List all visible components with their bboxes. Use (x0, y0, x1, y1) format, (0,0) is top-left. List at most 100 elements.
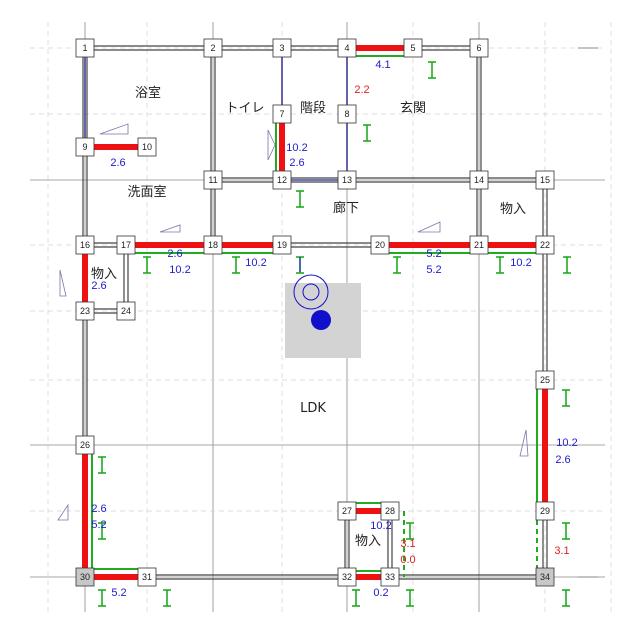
node-box[interactable] (337, 501, 357, 521)
room-label-storage-bottom: 物入 (355, 534, 381, 549)
node-1[interactable]: 1 (75, 38, 95, 58)
wall-27-32 (344, 511, 350, 577)
node-box[interactable] (75, 435, 95, 455)
node-13[interactable]: 13 (337, 170, 357, 190)
node-box[interactable] (535, 501, 555, 521)
node-box[interactable] (272, 170, 292, 190)
node-27[interactable]: 27 (337, 501, 357, 521)
node-20[interactable]: 20 (370, 235, 390, 255)
anchor-marker-icon (393, 256, 401, 274)
node-box[interactable] (535, 567, 555, 587)
anchor-marker-icon (296, 190, 304, 208)
node-30[interactable]: 30 (75, 567, 95, 587)
wall-value-label: 2.6 (110, 157, 125, 169)
node-9[interactable]: 9 (75, 137, 95, 157)
wall-19-20 (282, 242, 380, 248)
node-32[interactable]: 32 (337, 567, 357, 587)
wall-value-label: 2.6 (91, 280, 106, 292)
node-box[interactable] (469, 170, 489, 190)
node-5[interactable]: 5 (403, 38, 423, 58)
node-3[interactable]: 3 (272, 38, 292, 58)
node-23[interactable]: 23 (75, 301, 95, 321)
node-box[interactable] (75, 137, 95, 157)
node-box[interactable] (75, 301, 95, 321)
node-19[interactable]: 19 (272, 235, 292, 255)
node-26[interactable]: 26 (75, 435, 95, 455)
anchor-marker-icon (98, 589, 106, 607)
node-box[interactable] (469, 235, 489, 255)
node-11[interactable]: 11 (203, 170, 223, 190)
node-2[interactable]: 2 (203, 38, 223, 58)
node-box[interactable] (403, 38, 423, 58)
node-label: 17 (121, 240, 131, 250)
node-label: 5 (410, 43, 415, 53)
node-7[interactable]: 7 (272, 104, 292, 124)
node-14[interactable]: 14 (469, 170, 489, 190)
node-box[interactable] (469, 38, 489, 58)
node-24[interactable]: 24 (116, 301, 136, 321)
node-box[interactable] (137, 137, 157, 157)
node-label: 19 (277, 240, 287, 250)
node-box[interactable] (203, 170, 223, 190)
node-box[interactable] (272, 38, 292, 58)
node-label: 10 (142, 142, 152, 152)
node-box[interactable] (380, 501, 400, 521)
node-box[interactable] (75, 567, 95, 587)
node-8[interactable]: 8 (337, 104, 357, 124)
node-box[interactable] (203, 38, 223, 58)
node-label: 21 (474, 240, 484, 250)
camera-dot-icon[interactable] (311, 310, 331, 330)
node-box[interactable] (535, 170, 555, 190)
node-4[interactable]: 4 (337, 38, 357, 58)
node-box[interactable] (272, 104, 292, 124)
node-box[interactable] (75, 235, 95, 255)
node-22[interactable]: 22 (535, 235, 555, 255)
view-marker[interactable] (285, 257, 361, 358)
node-label: 29 (540, 506, 550, 516)
wall-value-label: 10.2 (510, 257, 531, 269)
node-label: 7 (279, 109, 284, 119)
node-16[interactable]: 16 (75, 235, 95, 255)
node-box[interactable] (337, 567, 357, 587)
room-label-washroom: 洗面室 (127, 184, 166, 200)
node-box[interactable] (535, 235, 555, 255)
node-15[interactable]: 15 (535, 170, 555, 190)
node-box[interactable] (370, 235, 390, 255)
node-28[interactable]: 28 (380, 501, 400, 521)
node-box[interactable] (380, 567, 400, 587)
anchor-marker-icon (98, 522, 106, 540)
node-box[interactable] (137, 567, 157, 587)
wall-value-label: 2.6 (91, 503, 106, 515)
node-box[interactable] (535, 370, 555, 390)
node-33[interactable]: 33 (380, 567, 400, 587)
node-29[interactable]: 29 (535, 501, 555, 521)
node-box[interactable] (272, 235, 292, 255)
node-label: 30 (80, 572, 90, 582)
node-25[interactable]: 25 (535, 370, 555, 390)
node-box[interactable] (75, 38, 95, 58)
node-box[interactable] (337, 38, 357, 58)
node-box[interactable] (203, 235, 223, 255)
node-12[interactable]: 12 (272, 170, 292, 190)
node-18[interactable]: 18 (203, 235, 223, 255)
node-10[interactable]: 10 (137, 137, 157, 157)
node-6[interactable]: 6 (469, 38, 489, 58)
node-17[interactable]: 17 (116, 235, 136, 255)
camera-ring-icon[interactable] (293, 274, 329, 310)
node-34[interactable]: 34 (535, 567, 555, 587)
wall-value-label: 2.6 (555, 454, 570, 466)
node-21[interactable]: 21 (469, 235, 489, 255)
node-31[interactable]: 31 (137, 567, 157, 587)
wall-value-label: 3.1 (554, 545, 569, 557)
node-box[interactable] (116, 301, 136, 321)
node-label: 32 (342, 572, 352, 582)
wall-3-4 (282, 45, 347, 51)
node-box[interactable] (337, 170, 357, 190)
anchor-marker-icon (563, 256, 571, 274)
node-label: 2 (210, 43, 215, 53)
node-box[interactable] (337, 104, 357, 124)
node-box[interactable] (116, 235, 136, 255)
direction-triangle-icon (417, 221, 441, 233)
